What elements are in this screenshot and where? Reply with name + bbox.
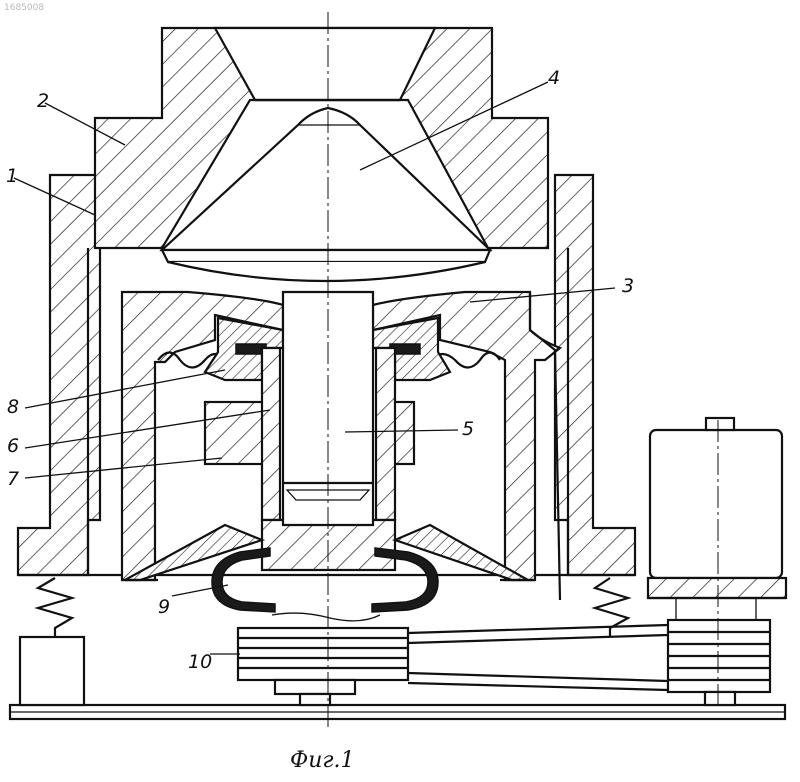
v-belt [408, 625, 668, 690]
label-7: 7 [7, 468, 19, 490]
base-plate [10, 705, 785, 719]
label-1: 1 [6, 165, 18, 187]
label-3: 3 [622, 275, 634, 297]
label-2: 2 [37, 90, 49, 112]
label-4: 4 [548, 67, 560, 89]
counterweight-7-left [205, 402, 263, 464]
label-9: 9 [158, 596, 170, 618]
electric-motor [648, 418, 786, 620]
foot-block [20, 637, 84, 705]
label-8: 8 [7, 396, 19, 418]
motor-pulley [668, 620, 770, 705]
spring-left [38, 578, 72, 637]
label-10: 10 [188, 651, 212, 673]
figure-caption: Фиг.1 [290, 748, 355, 773]
pulley-10 [238, 628, 408, 705]
watermark: 1685008 [4, 3, 44, 13]
label-6: 6 [7, 435, 19, 457]
label-5: 5 [462, 418, 474, 440]
